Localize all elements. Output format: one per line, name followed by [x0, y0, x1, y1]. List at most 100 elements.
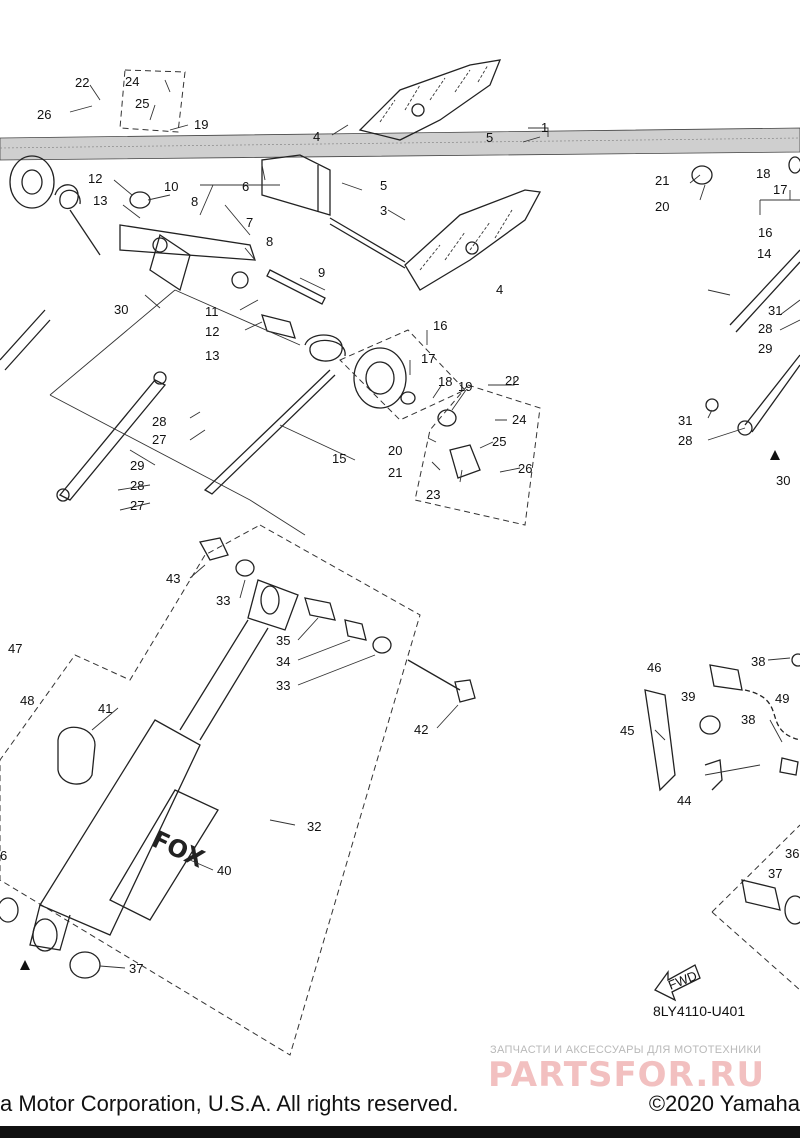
callout-12: 12 [88, 171, 102, 186]
callout-25: 25 [492, 434, 506, 449]
callout-33: 33 [276, 678, 290, 693]
callout-23: 23 [426, 487, 440, 502]
callout-43: 43 [166, 571, 180, 586]
collar-13 [261, 314, 296, 339]
fwd-arrow [654, 964, 701, 1002]
callout-39: 39 [681, 689, 695, 704]
bolt-42 [407, 659, 476, 703]
callout-28: 28 [152, 414, 166, 429]
callout-13: 13 [93, 193, 107, 208]
callout-22: 22 [75, 75, 89, 90]
sensor-bracket-45 [644, 689, 676, 792]
callout-38: 38 [751, 654, 765, 669]
group-box-right [711, 824, 800, 991]
callout-38: 38 [741, 712, 755, 727]
callout-21: 21 [388, 465, 402, 480]
idler-wheel [353, 347, 416, 409]
callout-14: 14 [757, 246, 771, 261]
callout-29: 29 [130, 458, 144, 473]
callout-17: 17 [773, 182, 787, 197]
callout-4: 4 [313, 129, 320, 144]
callout-5: 5 [486, 130, 493, 145]
callout-4: 4 [496, 282, 503, 297]
callout-27: 27 [152, 432, 166, 447]
callout-9: 9 [318, 265, 325, 280]
callout-26: 26 [518, 461, 532, 476]
watermark-subtitle: ЗАПЧАСТИ И АКСЕССУАРЫ ДЛЯ МОТОТЕХНИКИ [490, 1044, 762, 1056]
callout-36: 6 [0, 848, 7, 863]
callout-6: 6 [242, 179, 249, 194]
link-29 [56, 371, 167, 502]
callout-40: 40 [217, 863, 231, 878]
drawing-code: 8LY4110-U401 [653, 1003, 746, 1019]
callout-19: 19 [194, 117, 208, 132]
fwd-label: FWD [666, 968, 699, 993]
callout-33: 33 [216, 593, 230, 608]
callout-30: 30 [114, 302, 128, 317]
nut-43 [198, 537, 255, 577]
copyright-right: ©2020 Yamaha [648, 1091, 800, 1116]
leader-lines [69, 79, 800, 969]
callout-32: 32 [307, 819, 321, 834]
callout-47: 47 [8, 641, 22, 656]
rail-band [0, 127, 800, 161]
callout-34: 34 [276, 654, 290, 669]
callout-18: 18 [438, 374, 452, 389]
callout-20: 20 [655, 199, 669, 214]
callout-7: 7 [246, 215, 253, 230]
callout-48: 48 [20, 693, 34, 708]
callout-31: 31 [768, 303, 782, 318]
callout-21: 21 [655, 173, 669, 188]
spring-top [54, 184, 101, 256]
callout-30: 30 [776, 473, 790, 488]
callout-37: 37 [768, 866, 782, 881]
callout-10: 10 [164, 179, 178, 194]
callout-17: 17 [421, 351, 435, 366]
collar-35 [304, 597, 336, 621]
callout-12: 12 [205, 324, 219, 339]
group-box-32 [0, 524, 421, 1056]
svg-text:FOX: FOX [147, 825, 209, 874]
callout-24: 24 [125, 74, 139, 89]
callout-24: 24 [512, 412, 526, 427]
copyright-left: a Motor Corporation, U.S.A. All rights r… [0, 1091, 459, 1116]
bottom-bar [0, 1126, 800, 1138]
torsion-spring [203, 334, 346, 495]
clip-41 [57, 726, 96, 785]
callout-13: 13 [205, 348, 219, 363]
callout-27: 27 [130, 498, 144, 513]
callout-36: 36 [785, 846, 799, 861]
skid-bracket-lower [404, 189, 542, 291]
callout-28: 28 [130, 478, 144, 493]
callout-15: 15 [332, 451, 346, 466]
callout-25: 25 [135, 96, 149, 111]
callout-20: 20 [388, 443, 402, 458]
callout-35: 35 [276, 633, 290, 648]
callout-16: 16 [758, 225, 772, 240]
mount-bracket [261, 154, 331, 216]
left-rods [0, 309, 51, 371]
callout-31: 31 [678, 413, 692, 428]
callout-labels: 1 3 4 4 5 5 6 7 8 8 9 10 11 12 12 13 13 … [0, 74, 799, 993]
shaft-3 [329, 217, 406, 269]
callout-49: 49 [775, 691, 789, 706]
callout-3: 3 [380, 203, 387, 218]
callout-28: 28 [678, 433, 692, 448]
callout-29: 29 [758, 341, 772, 356]
collar-34 [344, 619, 367, 641]
ref-markers [20, 450, 780, 970]
callout-28: 28 [758, 321, 772, 336]
callout-46: 46 [647, 660, 661, 675]
callout-45: 45 [620, 723, 634, 738]
callout-11: 11 [205, 304, 219, 319]
left-wheel [9, 155, 55, 209]
right-wheel-parts [691, 156, 800, 436]
group-box-22-top [119, 69, 186, 133]
leader-box-6 [49, 289, 306, 536]
pivot-arm [119, 224, 256, 292]
callout-22: 22 [505, 373, 519, 388]
watermark-logo: PARTSFOR.RU [488, 1055, 766, 1095]
bracket-25 [449, 444, 481, 479]
wire-harness [699, 653, 800, 791]
